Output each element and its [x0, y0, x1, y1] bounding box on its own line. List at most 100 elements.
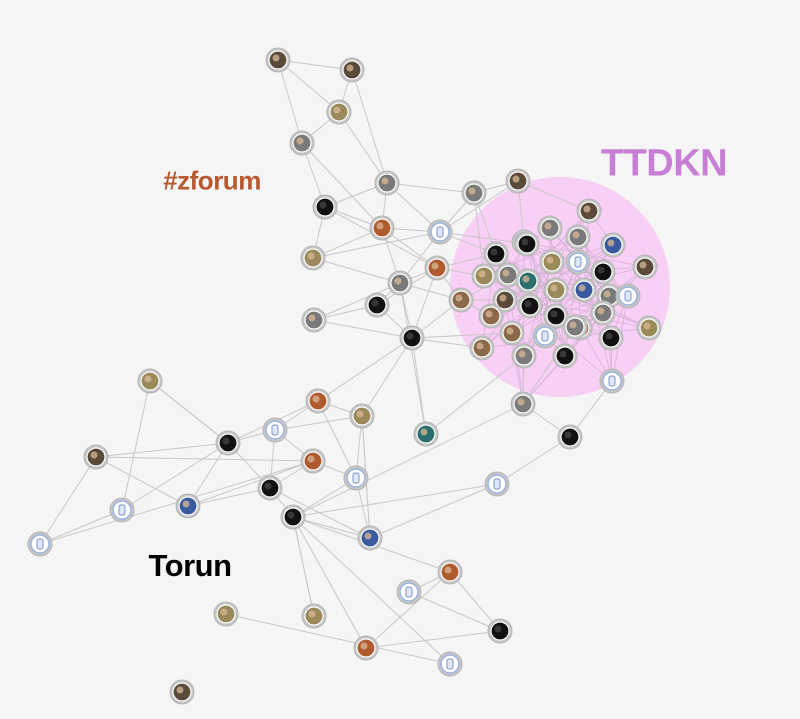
graph-node[interactable]	[492, 287, 518, 313]
graph-edge	[292, 403, 524, 518]
graph-node[interactable]	[598, 325, 624, 351]
graph-node[interactable]	[590, 300, 616, 326]
graph-node[interactable]	[427, 219, 453, 245]
graph-node[interactable]	[300, 245, 326, 271]
graph-node[interactable]	[552, 343, 578, 369]
graph-node[interactable]	[312, 194, 338, 220]
person-silhouette-icon	[352, 472, 360, 484]
graph-node[interactable]	[109, 497, 135, 523]
cluster-edge	[583, 210, 590, 291]
graph-node[interactable]	[539, 249, 565, 275]
graph-node[interactable]	[483, 241, 509, 267]
graph-node[interactable]	[300, 448, 326, 474]
graph-node[interactable]	[543, 303, 569, 329]
graph-node[interactable]	[505, 168, 531, 194]
graph-node[interactable]	[448, 287, 474, 313]
graph-node[interactable]	[213, 601, 239, 627]
avatar-face-icon	[506, 327, 514, 335]
avatar-face-icon	[572, 231, 580, 239]
graph-node[interactable]	[339, 57, 365, 83]
graph-node[interactable]	[349, 403, 375, 429]
avatar-face-icon	[524, 300, 532, 308]
graph-node[interactable]	[215, 430, 241, 456]
graph-node[interactable]	[511, 343, 537, 369]
graph-node[interactable]	[305, 388, 331, 414]
graph-node[interactable]	[301, 307, 327, 333]
graph-edge	[292, 516, 451, 665]
avatar-face-icon	[512, 175, 520, 183]
avatar-face-icon	[455, 294, 463, 302]
graph-node[interactable]	[357, 525, 383, 551]
graph-edge	[338, 111, 388, 184]
avatar-face-icon	[431, 262, 439, 270]
graph-node[interactable]	[537, 215, 563, 241]
graph-node[interactable]	[280, 504, 306, 530]
graph-node[interactable]	[590, 259, 616, 285]
graph-node[interactable]	[636, 315, 662, 341]
graph-node[interactable]	[137, 368, 163, 394]
graph-node[interactable]	[27, 531, 53, 557]
graph-node[interactable]	[515, 268, 541, 294]
graph-node[interactable]	[289, 130, 315, 156]
graph-node[interactable]	[562, 314, 588, 340]
graph-node[interactable]	[543, 277, 569, 303]
graph-node[interactable]	[571, 277, 597, 303]
graph-node[interactable]	[517, 293, 543, 319]
graph-node[interactable]	[413, 421, 439, 447]
graph-node[interactable]	[565, 249, 591, 275]
graph-node[interactable]	[169, 679, 195, 705]
graph-node[interactable]	[374, 170, 400, 196]
graph-node[interactable]	[326, 99, 352, 125]
graph-node[interactable]	[576, 198, 602, 224]
graph-node[interactable]	[471, 263, 497, 289]
graph-node[interactable]	[484, 471, 510, 497]
avatar-face-icon	[90, 451, 98, 459]
graph-node[interactable]	[615, 283, 641, 309]
graph-node[interactable]	[461, 180, 487, 206]
person-silhouette-icon	[405, 586, 413, 598]
graph-node[interactable]	[487, 618, 513, 644]
avatar-face-icon	[494, 625, 502, 633]
graph-edge	[312, 227, 383, 259]
avatar-face-icon	[308, 314, 316, 322]
graph-node[interactable]	[265, 47, 291, 73]
graph-node[interactable]	[600, 232, 626, 258]
graph-node[interactable]	[364, 292, 390, 318]
avatar-face-icon	[420, 428, 428, 436]
avatar-face-icon	[333, 106, 341, 114]
graph-node[interactable]	[632, 254, 658, 280]
avatar-face-icon	[597, 307, 605, 315]
graph-edge	[408, 591, 501, 632]
graph-node[interactable]	[83, 444, 109, 470]
graph-node[interactable]	[399, 325, 425, 351]
avatar-face-icon	[272, 54, 280, 62]
cluster-edge	[481, 289, 557, 349]
graph-node[interactable]	[499, 320, 525, 346]
graph-node[interactable]	[257, 475, 283, 501]
graph-node[interactable]	[387, 270, 413, 296]
graph-edge	[121, 380, 151, 511]
graph-edge	[292, 516, 371, 539]
graph-node[interactable]	[557, 424, 583, 450]
graph-node[interactable]	[495, 262, 521, 288]
avatar-face-icon	[144, 375, 152, 383]
graph-node[interactable]	[424, 255, 450, 281]
graph-node[interactable]	[396, 579, 422, 605]
graph-node[interactable]	[353, 635, 379, 661]
graph-node[interactable]	[565, 224, 591, 250]
graph-edge	[351, 69, 388, 184]
graph-node[interactable]	[369, 215, 395, 241]
graph-node[interactable]	[532, 323, 558, 349]
graph-node[interactable]	[262, 417, 288, 443]
graph-node[interactable]	[301, 603, 327, 629]
graph-node[interactable]	[514, 231, 540, 257]
graph-node[interactable]	[437, 651, 463, 677]
graph-node[interactable]	[478, 303, 504, 329]
graph-node[interactable]	[469, 335, 495, 361]
graph-node[interactable]	[510, 391, 536, 417]
graph-node[interactable]	[437, 559, 463, 585]
graph-edge	[361, 337, 413, 417]
graph-node[interactable]	[175, 493, 201, 519]
graph-node[interactable]	[599, 368, 625, 394]
graph-node[interactable]	[343, 465, 369, 491]
